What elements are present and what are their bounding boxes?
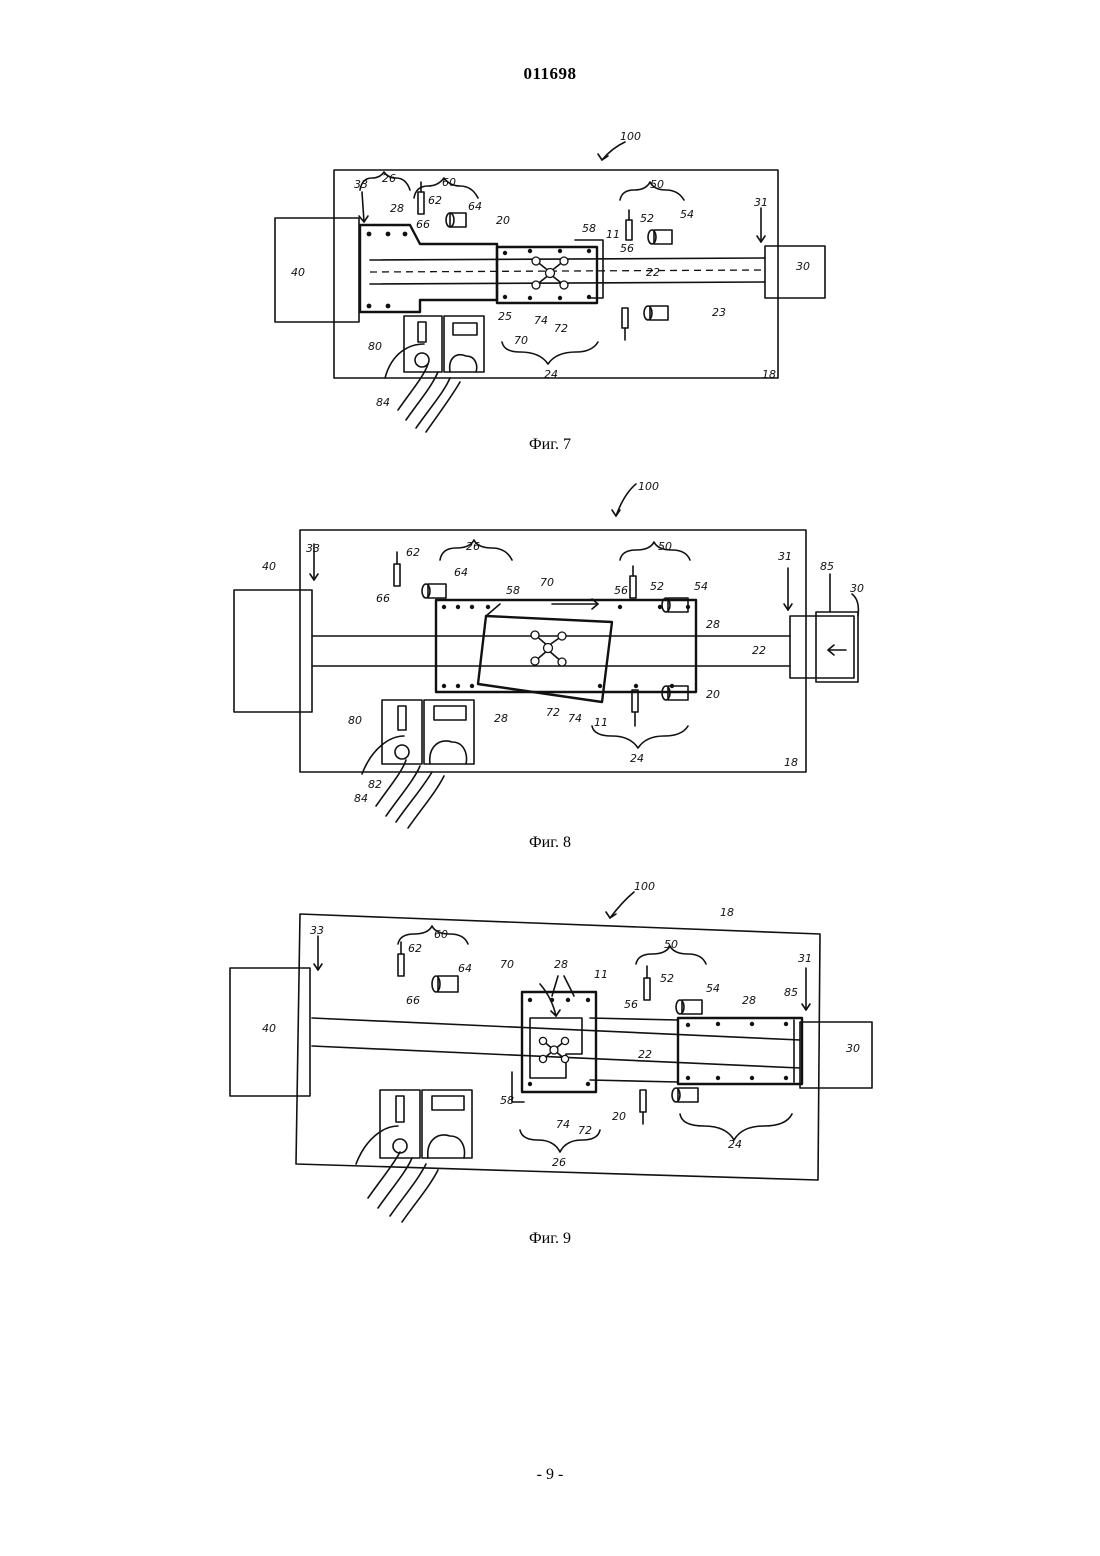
document-number: 011698	[0, 64, 1100, 84]
fig8-label-62: 62	[406, 546, 420, 559]
fig8-label-80: 80	[348, 714, 362, 727]
fig8-label-24: 24	[630, 752, 644, 765]
fig8-label-31: 31	[778, 550, 792, 563]
fig7-label-54: 54	[680, 208, 694, 221]
fig9-label-33: 33	[310, 924, 324, 937]
fig9-label-85: 85	[784, 986, 798, 999]
fig7-label-25: 25	[498, 310, 512, 323]
fig9-label-50: 50	[664, 938, 678, 951]
figure-8-drawing: 100 33 40 62 66 64 26 58 70 50 52 56 54 …	[0, 470, 1100, 830]
fig8-label-85: 85	[820, 560, 834, 573]
fig9-label-64: 64	[458, 962, 472, 975]
figure-8: 100 33 40 62 66 64 26 58 70 50 52 56 54 …	[0, 470, 1100, 830]
fig7-label-18: 18	[762, 368, 776, 381]
fig9-label-58: 58	[500, 1094, 514, 1107]
fig7-label-66: 66	[416, 218, 430, 231]
fig8-label-64: 64	[454, 566, 468, 579]
fig8-label-70: 70	[540, 576, 554, 589]
fig9-label-11: 11	[594, 968, 608, 981]
fig9-label-74: 74	[556, 1118, 570, 1131]
fig8-label-22: 22	[752, 644, 766, 657]
fig9-label-100: 100	[634, 880, 655, 893]
figure-7-drawing: 100 33 26 28 66 62 60 64 20 58 11 50 52 …	[0, 120, 1100, 440]
fig7-label-60: 60	[442, 176, 456, 189]
fig8-label-26: 26	[466, 540, 480, 553]
fig9-label-70: 70	[500, 958, 514, 971]
fig8-label-82: 82	[368, 778, 382, 791]
fig9-label-52: 52	[660, 972, 674, 985]
fig8-label-30: 30	[850, 582, 864, 595]
fig7-label-72: 72	[554, 322, 568, 335]
fig8-label-50: 50	[658, 540, 672, 553]
fig8-label-33: 33	[306, 542, 320, 555]
fig7-label-20: 20	[496, 214, 510, 227]
fig9-label-18: 18	[720, 906, 734, 919]
fig7-label-50: 50	[650, 178, 664, 191]
fig7-label-62: 62	[428, 194, 442, 207]
fig7-label-80: 80	[368, 340, 382, 353]
fig8-label-56: 56	[614, 584, 628, 597]
fig9-label-22: 22	[638, 1048, 652, 1061]
fig7-label-84: 84	[376, 396, 390, 409]
fig8-label-54: 54	[694, 580, 708, 593]
fig7-label-64: 64	[468, 200, 482, 213]
fig9-label-20: 20	[612, 1110, 626, 1123]
fig7-label-40: 40	[291, 266, 305, 279]
fig7-label-70: 70	[514, 334, 528, 347]
fig9-label-54: 54	[706, 982, 720, 995]
figure-7-caption: Фиг. 7	[0, 436, 1100, 454]
fig7-label-26: 26	[382, 172, 396, 185]
figure-9-drawing: 100 18 33 60 62 64 66 70 28 11 50 52 56 …	[0, 868, 1100, 1228]
fig9-label-28: 28	[554, 958, 568, 971]
fig7-label-22: 22	[646, 266, 660, 279]
fig7-label-100: 100	[620, 130, 641, 143]
fig7-label-24: 24	[544, 368, 558, 381]
figure-8-caption: Фиг. 8	[0, 834, 1100, 852]
page-number: - 9 -	[0, 1466, 1100, 1484]
fig7-label-23: 23	[712, 306, 726, 319]
fig8-label-20: 20	[706, 688, 720, 701]
fig9-label-66: 66	[406, 994, 420, 1007]
fig9-label-72: 72	[578, 1124, 592, 1137]
fig7-label-33: 33	[354, 178, 368, 191]
figure-9-caption: Фиг. 9	[0, 1230, 1100, 1248]
fig8-label-28b: 28	[494, 712, 508, 725]
fig9-label-30: 30	[846, 1042, 860, 1055]
fig8-label-40: 40	[262, 560, 276, 573]
fig7-label-56: 56	[620, 242, 634, 255]
fig8-label-52: 52	[650, 580, 664, 593]
fig7-label-31: 31	[754, 196, 768, 209]
fig9-label-56: 56	[624, 998, 638, 1011]
fig9-label-28b: 28	[742, 994, 756, 1007]
fig9-label-24: 24	[728, 1138, 742, 1151]
figure-7: 100 33 26 28 66 62 60 64 20 58 11 50 52 …	[0, 120, 1100, 440]
fig8-label-74: 74	[568, 712, 582, 725]
fig7-label-74: 74	[534, 314, 548, 327]
fig8-label-100: 100	[638, 480, 659, 493]
fig9-label-60: 60	[434, 928, 448, 941]
fig9-label-26: 26	[552, 1156, 566, 1169]
fig8-label-18: 18	[784, 756, 798, 769]
fig7-label-11: 11	[606, 228, 620, 241]
fig9-label-62: 62	[408, 942, 422, 955]
fig7-label-30: 30	[796, 260, 810, 273]
fig7-label-52: 52	[640, 212, 654, 225]
fig8-label-28a: 28	[706, 618, 720, 631]
fig7-label-28: 28	[390, 202, 404, 215]
fig9-label-31: 31	[798, 952, 812, 965]
fig8-label-11: 11	[594, 716, 608, 729]
fig8-label-58: 58	[506, 584, 520, 597]
fig7-label-58: 58	[582, 222, 596, 235]
fig8-label-72: 72	[546, 706, 560, 719]
figure-9: 100 18 33 60 62 64 66 70 28 11 50 52 56 …	[0, 868, 1100, 1228]
fig8-label-66: 66	[376, 592, 390, 605]
fig8-label-84: 84	[354, 792, 368, 805]
fig9-label-40: 40	[262, 1022, 276, 1035]
